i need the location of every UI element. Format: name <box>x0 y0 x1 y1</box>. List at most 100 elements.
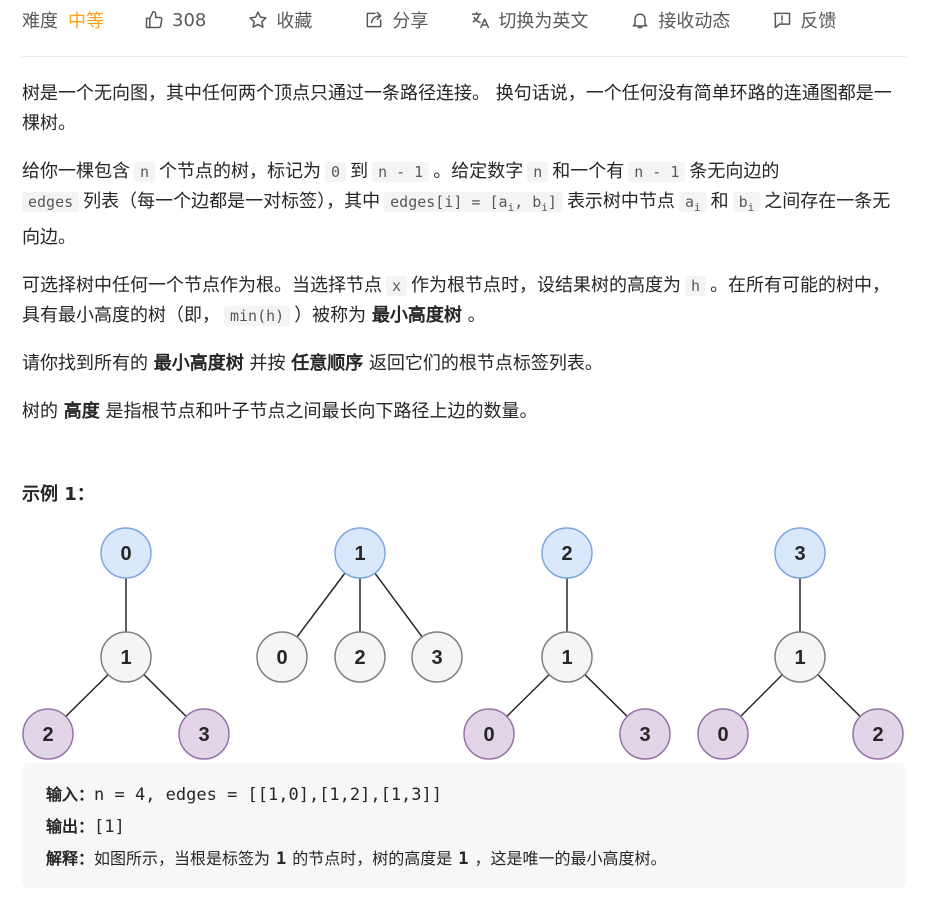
inline-code: n <box>134 162 156 182</box>
text: 。给定数字 <box>433 161 524 182</box>
text: 可选择树中任何一个节点作为根。当选择节点 <box>22 275 382 296</box>
tree-node-mid: 1 <box>541 631 593 683</box>
subscript: i <box>693 201 701 214</box>
explain-label: 解释： <box>46 849 95 868</box>
difficulty-label: 难度 <box>22 11 58 32</box>
feedback-button[interactable]: 反馈 <box>772 0 836 40</box>
share-button[interactable]: 分享 <box>364 0 428 40</box>
text: 给你一棵包含 <box>22 161 130 182</box>
inline-code: n - 1 <box>628 162 686 182</box>
text: ）被称为 <box>294 305 367 326</box>
tree-node-circle <box>256 631 308 683</box>
tree-node-circle <box>774 527 826 579</box>
switch-language-label: 切换为英文 <box>498 11 589 32</box>
tree-node-root: 2 <box>541 527 593 579</box>
example-io-box: 输入：n = 4, edges = [[1,0],[1,2],[1,3]] 输出… <box>22 763 906 888</box>
tree-node-circle <box>334 527 386 579</box>
tree-node-circle <box>178 708 230 760</box>
bold-text: 任意顺序 <box>291 353 364 374</box>
tree-node-label: 1 <box>120 647 131 669</box>
input-label: 输入： <box>46 785 95 804</box>
text: ，这是唯一的最小高度树。 <box>474 849 667 868</box>
feedback-label: 反馈 <box>800 11 837 32</box>
star-icon <box>249 11 268 28</box>
inline-code: bi <box>732 192 761 214</box>
inline-code: edges <box>22 192 80 212</box>
tree-node-circle <box>463 708 515 760</box>
translate-icon <box>472 11 490 29</box>
inline-code-edge: edges[i] = [ai, bi] <box>384 192 563 214</box>
text: 请你找到所有的 <box>22 353 148 374</box>
text: 是指根节点和叶子节点之间最长向下路径上边的数量。 <box>105 401 538 422</box>
tree-node-circle <box>697 708 749 760</box>
tree-node-leaf: 3 <box>178 708 230 760</box>
tree-node-plain: 0 <box>256 631 308 683</box>
tree-node-leaf: 2 <box>22 708 74 760</box>
tree-node-circle <box>411 631 463 683</box>
notify-button[interactable]: 接收动态 <box>630 0 730 40</box>
tree-node-circle <box>100 527 152 579</box>
tree-node-circle <box>541 631 593 683</box>
tree-node-circle <box>852 708 904 760</box>
text: 条无向边的 <box>689 161 780 182</box>
inline-code: x <box>386 276 408 296</box>
tree-node-leaf: 0 <box>697 708 749 760</box>
tree-node-label: 3 <box>198 724 209 746</box>
inline-code: min(h) <box>224 306 291 326</box>
tree-node-label: 2 <box>42 724 53 746</box>
tree-node-leaf: 0 <box>463 708 515 760</box>
switch-language-button[interactable]: 切换为英文 <box>470 0 588 40</box>
difficulty-value: 中等 <box>68 11 104 32</box>
inline-code: h <box>685 276 707 296</box>
tree-node-mid: 1 <box>774 631 826 683</box>
example-input: 输入：n = 4, edges = [[1,0],[1,2],[1,3]] <box>46 779 882 811</box>
text: 个节点的树，标记为 <box>159 161 322 182</box>
tree-node-label: 0 <box>120 543 131 565</box>
tree-node-label: 1 <box>354 543 365 565</box>
thumbs-up-icon <box>145 10 163 29</box>
text: 和一个有 <box>552 161 625 182</box>
text: ] <box>547 193 557 211</box>
text: 返回它们的根节点标签列表。 <box>368 353 603 374</box>
subscript: i <box>507 201 515 214</box>
tree-node-circle <box>22 708 74 760</box>
tree-node-label: 3 <box>639 724 650 746</box>
tree-node-circle <box>774 631 826 683</box>
tree-node-circle <box>100 631 152 683</box>
tree-node-label: 2 <box>872 724 883 746</box>
tree-node-circle <box>334 631 386 683</box>
share-label: 分享 <box>392 11 429 32</box>
example-figure: 0 1 2 3 1 0 2 3 2 1 0 3 3 1 0 2 <box>0 520 927 770</box>
text: b <box>738 193 748 211</box>
toolbar-divider <box>22 56 906 57</box>
tree-node-root: 1 <box>334 527 386 579</box>
tree-node-label: 0 <box>276 647 287 669</box>
feedback-icon <box>774 12 791 29</box>
tree-node-label: 2 <box>354 647 365 669</box>
text: , b <box>514 193 542 211</box>
tree-node-plain: 2 <box>334 631 386 683</box>
tree-node-leaf: 3 <box>619 708 671 760</box>
text: 树的 <box>22 401 58 422</box>
input-value: n = 4, edges = [[1,0],[1,2],[1,3]] <box>94 785 443 805</box>
tree-node-label: 0 <box>483 724 494 746</box>
tree-node-plain: 3 <box>411 631 463 683</box>
tree-node-root: 3 <box>774 527 826 579</box>
text: 。在所有可能的树中，具有最小高度的树（即， <box>22 275 891 326</box>
bold-text: 最小高度树 <box>153 353 244 374</box>
bell-icon <box>632 13 648 29</box>
inline-code: n - 1 <box>372 162 430 182</box>
notify-label: 接收动态 <box>658 11 731 32</box>
text: 和 <box>710 191 729 212</box>
like-count: 308 <box>172 9 207 31</box>
favorite-button[interactable]: 收藏 <box>248 0 312 40</box>
tree-node-circle <box>619 708 671 760</box>
tree-node-label: 1 <box>561 647 572 669</box>
bold-text: 最小高度树 <box>371 305 462 326</box>
tree-diagrams: 0 1 2 3 1 0 2 3 2 1 0 3 3 1 0 2 <box>22 527 904 760</box>
like-button[interactable]: 308 <box>144 0 206 40</box>
text: 的节点时，树的高度是 <box>292 849 453 868</box>
bold-text: 高度 <box>63 401 100 422</box>
output-value: [1] <box>94 817 125 837</box>
tree-node-label: 0 <box>717 724 728 746</box>
